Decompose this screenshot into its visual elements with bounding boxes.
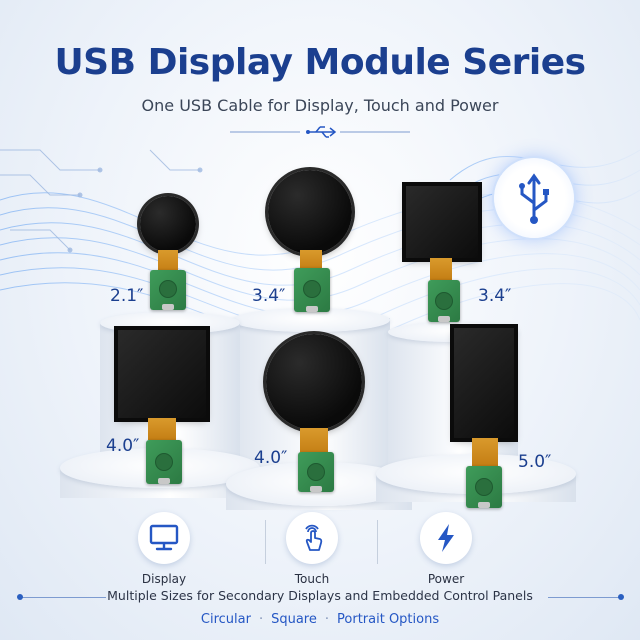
feature-power: Power bbox=[396, 512, 496, 586]
size-label: 5.0″ bbox=[518, 452, 552, 472]
feature-divider bbox=[265, 520, 266, 564]
option-separator: · bbox=[324, 612, 330, 627]
page-title: USB Display Module Series bbox=[54, 42, 586, 83]
usb-icon bbox=[519, 173, 549, 224]
size-label: 3.4″ bbox=[478, 286, 512, 306]
page-subtitle: One USB Cable for Display, Touch and Pow… bbox=[141, 96, 499, 115]
size-label: 4.0″ bbox=[254, 448, 288, 468]
footer-dot-right bbox=[618, 594, 624, 600]
feature-touch: Touch bbox=[262, 512, 362, 586]
shape-options: Circular · Square · Portrait Options bbox=[0, 612, 640, 627]
size-label: 2.1″ bbox=[110, 286, 144, 306]
feature-divider bbox=[377, 520, 378, 564]
footer-dot-left bbox=[17, 594, 23, 600]
option-portrait: Portrait Options bbox=[337, 612, 440, 627]
option-circular: Circular bbox=[200, 612, 251, 627]
option-square: Square bbox=[271, 612, 317, 627]
monitor-icon bbox=[149, 524, 179, 551]
footer-rule-left bbox=[20, 597, 106, 598]
option-separator: · bbox=[258, 612, 264, 627]
footer-rule-right bbox=[548, 597, 622, 598]
feature-label: Display bbox=[141, 572, 187, 586]
size-label: 3.4″ bbox=[252, 286, 286, 306]
usb-icon bbox=[308, 126, 337, 138]
touch-icon bbox=[305, 524, 323, 551]
feature-label: Touch bbox=[294, 572, 330, 586]
feature-display: Display bbox=[114, 512, 214, 586]
footer-tagline: Multiple Sizes for Secondary Displays an… bbox=[107, 588, 533, 603]
usb-badge bbox=[494, 158, 574, 238]
size-label: 4.0″ bbox=[106, 436, 140, 456]
feature-label: Power bbox=[427, 572, 465, 586]
feature-row: Display Touch Power bbox=[90, 512, 550, 586]
lightning-icon bbox=[438, 524, 454, 552]
usb-divider bbox=[230, 126, 410, 138]
